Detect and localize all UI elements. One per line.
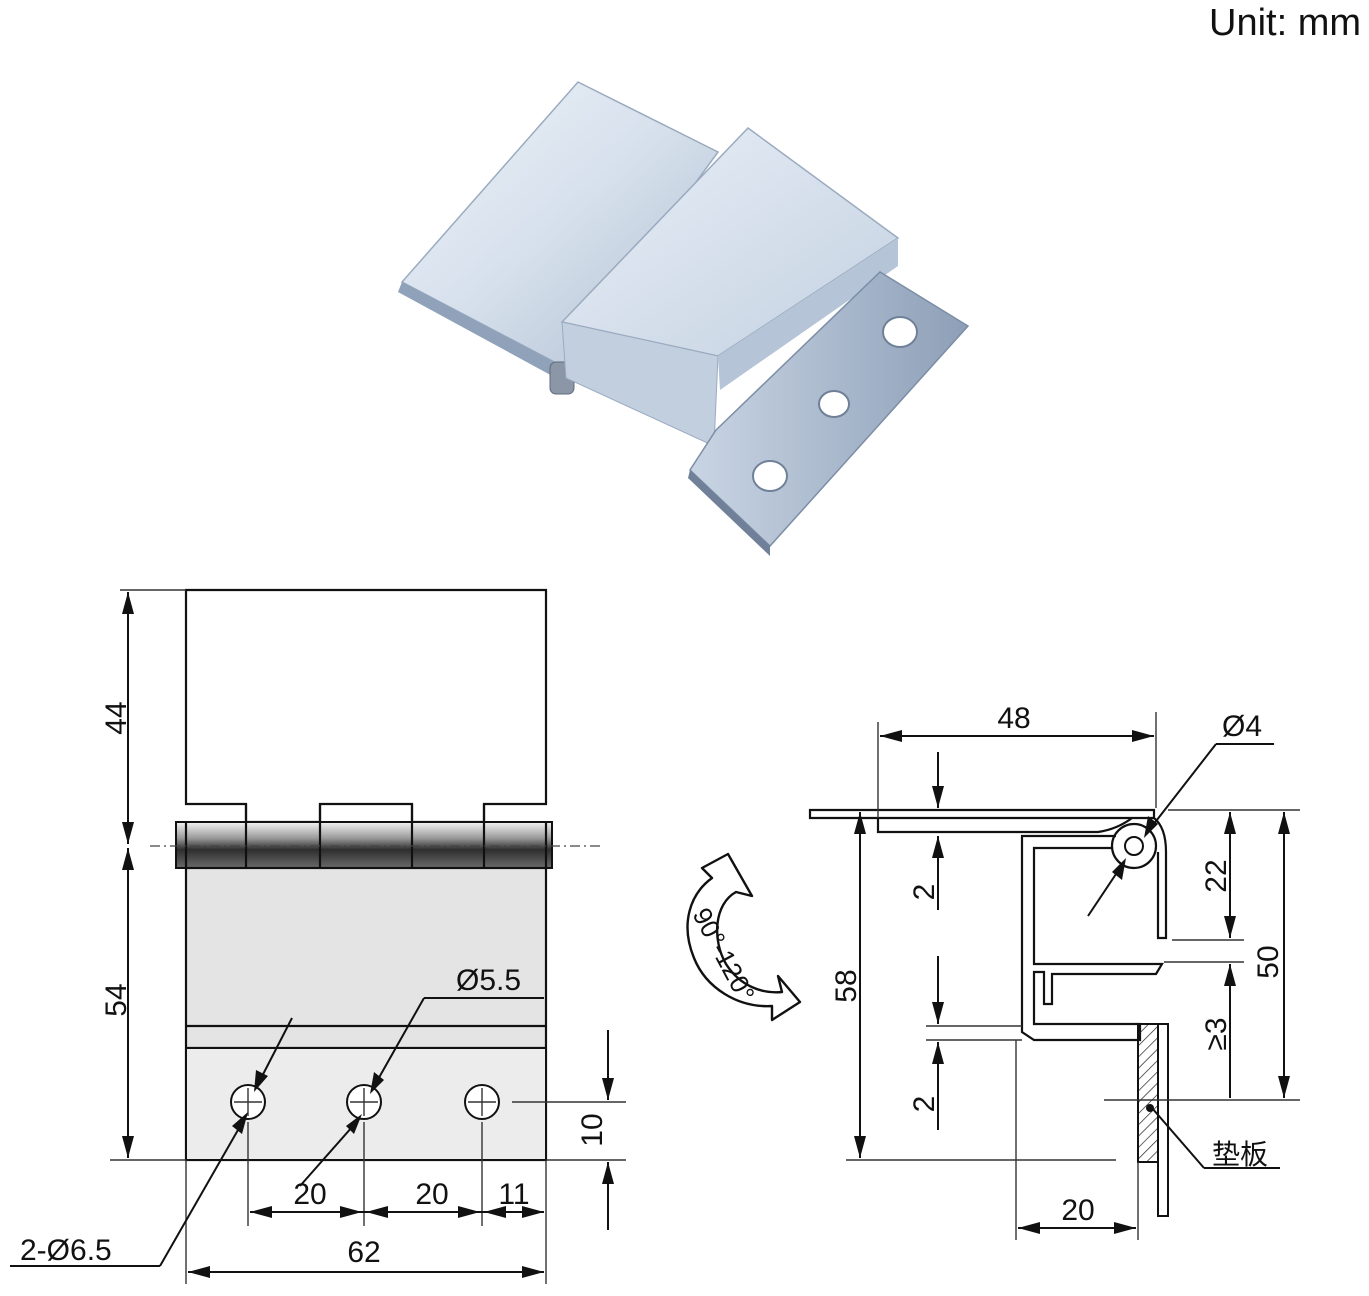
dim-62: 62 (347, 1236, 380, 1269)
front-view: 44 54 10 20 20 11 62 Ø5. (10, 588, 626, 1284)
backing-plate (1137, 1023, 1161, 1163)
front-hole-1 (230, 1084, 266, 1120)
dim-10: 10 (576, 1113, 609, 1146)
dim-20-side: 20 (1061, 1194, 1094, 1227)
dim-48: 48 (997, 702, 1030, 735)
rotation-arrow-icon (686, 852, 802, 1022)
dim-11: 11 (498, 1178, 529, 1211)
side-top-leaf (808, 808, 1156, 820)
upper-leaf-outline (184, 588, 548, 824)
front-hole-3 (464, 1084, 500, 1120)
rotation-indicator: 90°-120° (686, 852, 802, 1022)
dim-50: 50 (1252, 945, 1285, 978)
dim-20-b: 20 (415, 1178, 448, 1211)
unit-label: Unit: mm (1209, 2, 1361, 44)
hinge-product-render (398, 81, 970, 556)
dim-54: 54 (100, 983, 133, 1016)
dim-44: 44 (100, 701, 133, 734)
dim-2-upper: 2 (908, 884, 941, 901)
dim-ge3: ≥3 (1200, 1017, 1233, 1050)
flange-hole-1 (882, 316, 918, 348)
flange-hole-3 (752, 460, 788, 492)
dim-58: 58 (830, 969, 863, 1002)
label-backing-plate: 垫板 (1212, 1139, 1268, 1170)
dim-22: 22 (1200, 859, 1233, 892)
label-hole-5-5: Ø5.5 (456, 964, 521, 997)
side-channel-profile (1020, 834, 1164, 1042)
dim-20-a: 20 (293, 1178, 326, 1211)
side-view: 48 Ø4 58 2 2 22 (808, 702, 1300, 1240)
label-pin-dia: Ø4 (1222, 710, 1262, 743)
dim-2-lower: 2 (908, 1096, 941, 1113)
front-hole-2 (346, 1084, 382, 1120)
label-hole-6-5: 2-Ø6.5 (20, 1234, 112, 1267)
flange-hole-2 (818, 390, 850, 418)
hinge-knuckle (175, 821, 553, 869)
